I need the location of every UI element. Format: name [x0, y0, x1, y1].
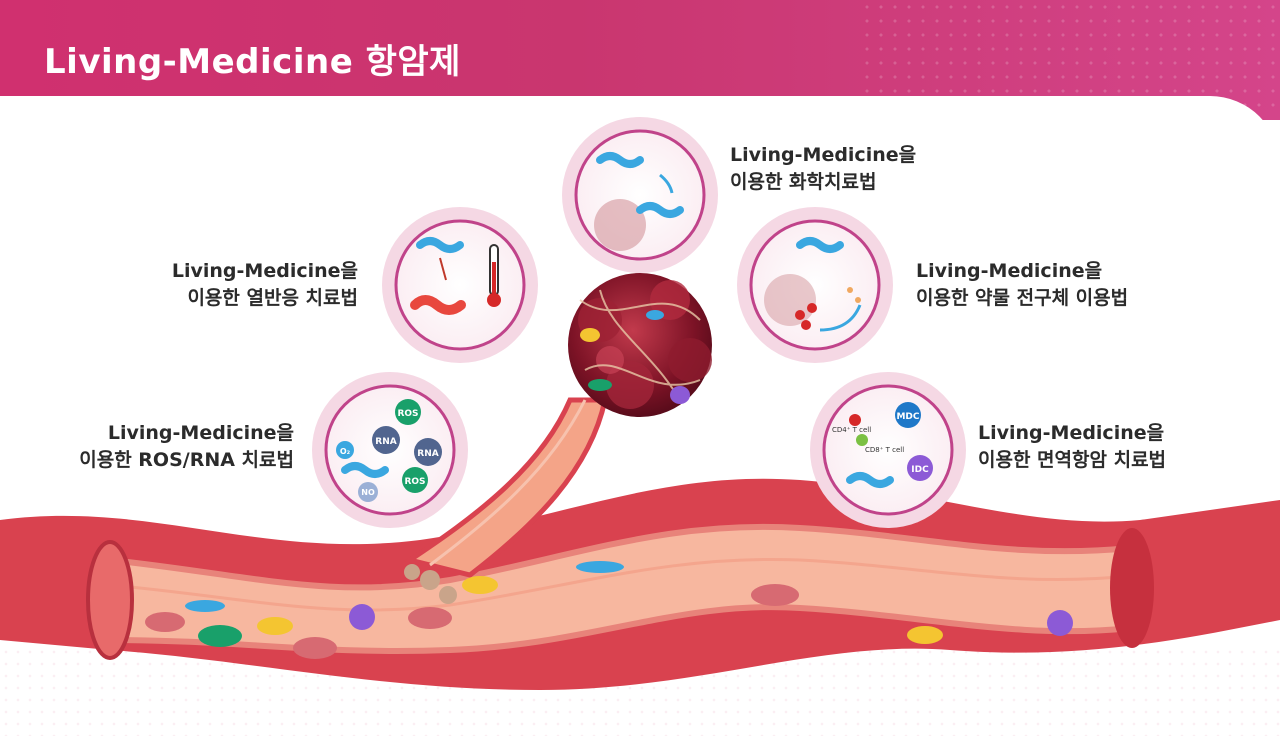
header-dot-pattern: [860, 0, 1280, 110]
cd4-label: CD4⁺ T cell: [832, 426, 871, 434]
label-immunotherapy-line1: Living-Medicine을: [978, 422, 1165, 444]
rna-label-2: RNA: [417, 449, 438, 459]
therapy-circle-thermal: [382, 207, 538, 363]
label-prodrug-therapy-line2: 이용한 약물 전구체 이용법: [916, 287, 1129, 309]
therapy-circle-ros-rna: ROS RNA RNA O₂ NO ROS: [312, 372, 468, 528]
cd8-label: CD8⁺ T cell: [865, 446, 904, 454]
therapy-circle-immuno: MDC IDC CD4⁺ T cell CD8⁺ T cell: [810, 372, 966, 528]
label-immunotherapy: Living-Medicine을 이용한 면역항암 치료법: [978, 420, 1166, 474]
label-chemotherapy-line2: 이용한 화학치료법: [730, 171, 877, 193]
therapy-circle-prodrug: [737, 207, 893, 363]
o2-label: O₂: [340, 447, 351, 456]
ros-label: ROS: [397, 409, 418, 419]
label-thermal-therapy-line2: 이용한 열반응 치료법: [187, 287, 358, 309]
ros-label-2: ROS: [404, 477, 425, 487]
tumor-mass: [568, 273, 712, 417]
label-ros-rna-therapy: Living-Medicine을 이용한 ROS/RNA 치료법: [40, 420, 294, 474]
label-immunotherapy-line2: 이용한 면역항암 치료법: [978, 449, 1167, 471]
label-thermal-therapy-line1: Living-Medicine을: [171, 260, 358, 282]
idc-label: IDC: [911, 465, 929, 475]
label-chemotherapy-line1: Living-Medicine을: [730, 144, 917, 166]
label-chemotherapy: Living-Medicine을 이용한 화학치료법: [730, 142, 916, 196]
label-thermal-therapy: Living-Medicine을 이용한 열반응 치료법: [130, 258, 358, 312]
blood-vessel: [0, 478, 1280, 690]
mdc-label: MDC: [896, 412, 919, 422]
label-prodrug-therapy-line1: Living-Medicine을: [916, 260, 1103, 282]
rna-label: RNA: [375, 437, 396, 447]
label-ros-rna-therapy-line1: Living-Medicine을: [107, 422, 294, 444]
vessel-bacteria: [145, 561, 1073, 659]
no-label: NO: [361, 488, 375, 497]
label-ros-rna-therapy-line2: 이용한 ROS/RNA 치료법: [79, 449, 294, 471]
therapy-circle-chemo: [562, 117, 718, 273]
page-title: Living-Medicine 항암제: [44, 42, 461, 82]
therapy-diagram: ROS RNA RNA O₂ NO ROS MDC IDC CD4⁺ T cel…: [0, 117, 1280, 690]
label-prodrug-therapy: Living-Medicine을 이용한 약물 전구체 이용법: [916, 258, 1128, 312]
